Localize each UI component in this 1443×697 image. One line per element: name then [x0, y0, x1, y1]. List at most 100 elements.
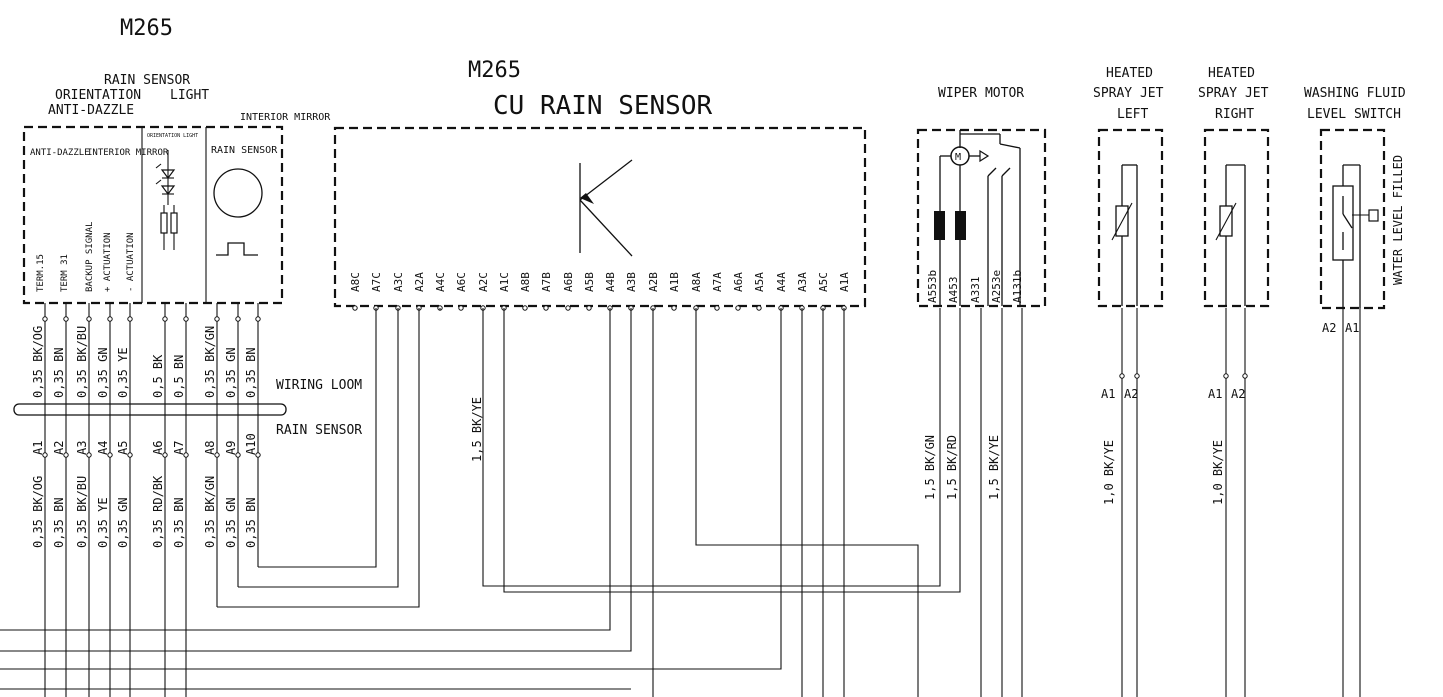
loom-pin: A8 — [203, 441, 217, 455]
loom-connector — [255, 452, 261, 458]
cu-pin-label: A3B — [625, 272, 638, 292]
loom-pin: A2 — [52, 441, 66, 455]
cu-pin-label: A8A — [690, 272, 703, 292]
loom-lower-wire: 0,35 RD/BK — [151, 475, 165, 548]
signal-label: - ACTUATION — [126, 232, 136, 292]
wiring-loom-label: WIRING LOOM — [276, 378, 362, 393]
wire-route — [0, 308, 611, 631]
cu-pin-label: A6A — [732, 272, 745, 292]
loom-connector — [183, 452, 189, 458]
loom-connector — [162, 452, 168, 458]
cu-pin-connector — [458, 305, 464, 311]
loom-pin: A6 — [151, 441, 165, 455]
loom-lower-wire: 0,35 BK/GN — [203, 476, 217, 548]
washing-fluid-pin-a2: A2 — [1322, 321, 1336, 335]
loom-connector — [86, 316, 92, 322]
wire-routes — [0, 303, 1361, 697]
cu-pin-label: A1B — [668, 272, 681, 292]
interior-mirror-label: INTERIOR MIRROR — [87, 148, 169, 158]
loom-connector — [86, 452, 92, 458]
suppression-coil-icon-2 — [955, 211, 966, 240]
wiper-pin-label: A131b — [1011, 270, 1024, 303]
spray-jet-right-title-1: HEATED — [1208, 66, 1255, 81]
cu-pin-connector — [714, 305, 720, 311]
loom-connector — [183, 316, 189, 322]
washing-fluid-pin-a1: A1 — [1345, 321, 1359, 335]
float-icon — [1368, 209, 1379, 222]
cu-pin-connector — [671, 305, 677, 311]
pulse-signal-icon — [216, 242, 258, 256]
loom-upper-wire: 0,35 GN — [96, 347, 110, 398]
suppression-coil-icon — [934, 211, 945, 240]
cu-pin-connector — [756, 305, 762, 311]
rain-sensor-lens-icon — [213, 168, 263, 218]
spray-jet-right-pin: A2 — [1231, 387, 1245, 401]
signal-label: TERM 31 — [60, 254, 70, 292]
wire-route — [238, 308, 399, 588]
device-connector — [1134, 373, 1140, 379]
wiper-wire-label: 1,5 BK/RD — [945, 435, 959, 500]
cu-pin-label: A5A — [753, 272, 766, 292]
cu-rain-sensor-box — [333, 126, 867, 308]
loom-upper-wire: 0,5 BN — [172, 355, 186, 398]
cu-pin-connector — [565, 305, 571, 311]
cu-pin-connector — [735, 305, 741, 311]
loom-upper-wire: 0,35 GN — [224, 347, 238, 398]
spray-jet-left-title-2: SPRAY JET — [1093, 86, 1164, 101]
signal-label: BACKUP SIGNAL — [85, 222, 95, 292]
device-connector — [1223, 373, 1229, 379]
wire-route — [0, 308, 632, 652]
washing-fluid-title-2: LEVEL SWITCH — [1307, 107, 1401, 122]
loom-connector — [63, 316, 69, 322]
spray-jet-right-wire: 1,0 BK/YE — [1211, 440, 1225, 505]
spray-jet-left-wire: 1,0 BK/YE — [1102, 440, 1116, 505]
loom-connector — [214, 316, 220, 322]
cu-pin-label: A1C — [498, 272, 511, 292]
spray-jet-left-title-3: LEFT — [1117, 107, 1148, 122]
rain-sensor-box: ANTI-DAZZLE INTERIOR MIRROR ORIENTATION … — [22, 125, 284, 305]
loom-pin: A4 — [96, 441, 110, 455]
loom-upper-wire: 0,5 BK — [151, 354, 165, 398]
loom-lower-wire: 0,35 YE — [96, 497, 110, 548]
cu-code: M265 — [468, 58, 521, 83]
washing-fluid-title-1: WASHING FLUID — [1304, 86, 1406, 101]
wire-route — [503, 308, 961, 593]
signal-label: TERM.15 — [36, 254, 46, 292]
loom-connector — [162, 316, 168, 322]
cu-pin-label: A3C — [392, 272, 405, 292]
washing-fluid-title: WASHING FLUID LEVEL SWITCH — [1304, 86, 1406, 122]
loom-upper-wire: 0,35 BN — [52, 347, 66, 398]
loom-connector — [214, 452, 220, 458]
loom-connector — [42, 316, 48, 322]
wiper-pin-label: A453 — [947, 277, 960, 304]
orientation-light-label: ORIENTATION LIGHT — [147, 133, 198, 139]
cu-pin-label: A4A — [775, 272, 788, 292]
loom-connector — [107, 452, 113, 458]
loom-pin: A3 — [75, 441, 89, 455]
wiper-wire-label: 1,5 BK/GN — [923, 435, 937, 500]
wire-route — [695, 308, 919, 697]
cu-pin-label: A8C — [349, 272, 362, 292]
interior-mirror-caption: INTERIOR MIRROR — [240, 112, 331, 123]
wiper-wire-labels: 1,5 BK/GN 1,5 BK/RD 1,5 BK/YE — [923, 435, 1001, 500]
motor-symbol: M — [955, 152, 961, 163]
header-rain-sensor: RAIN SENSOR — [104, 73, 190, 88]
loom-pin: A9 — [224, 441, 238, 455]
loom-upper-wire: 0,35 BN — [244, 347, 258, 398]
cu-pin-label: A6B — [562, 272, 575, 292]
wiper-wire-label: 1,5 BK/YE — [987, 435, 1001, 500]
signal-label: + ACTUATION — [103, 232, 113, 292]
loom-connector — [107, 316, 113, 322]
wire-route — [258, 308, 377, 568]
device-connector — [1242, 373, 1248, 379]
rain-sensor-label: RAIN SENSOR — [211, 145, 278, 156]
loom-connector — [127, 452, 133, 458]
header-light: LIGHT — [170, 88, 209, 103]
wiring-loom-bar — [13, 403, 287, 416]
cu-wire-label: 1,5 BK/YE — [470, 397, 484, 462]
